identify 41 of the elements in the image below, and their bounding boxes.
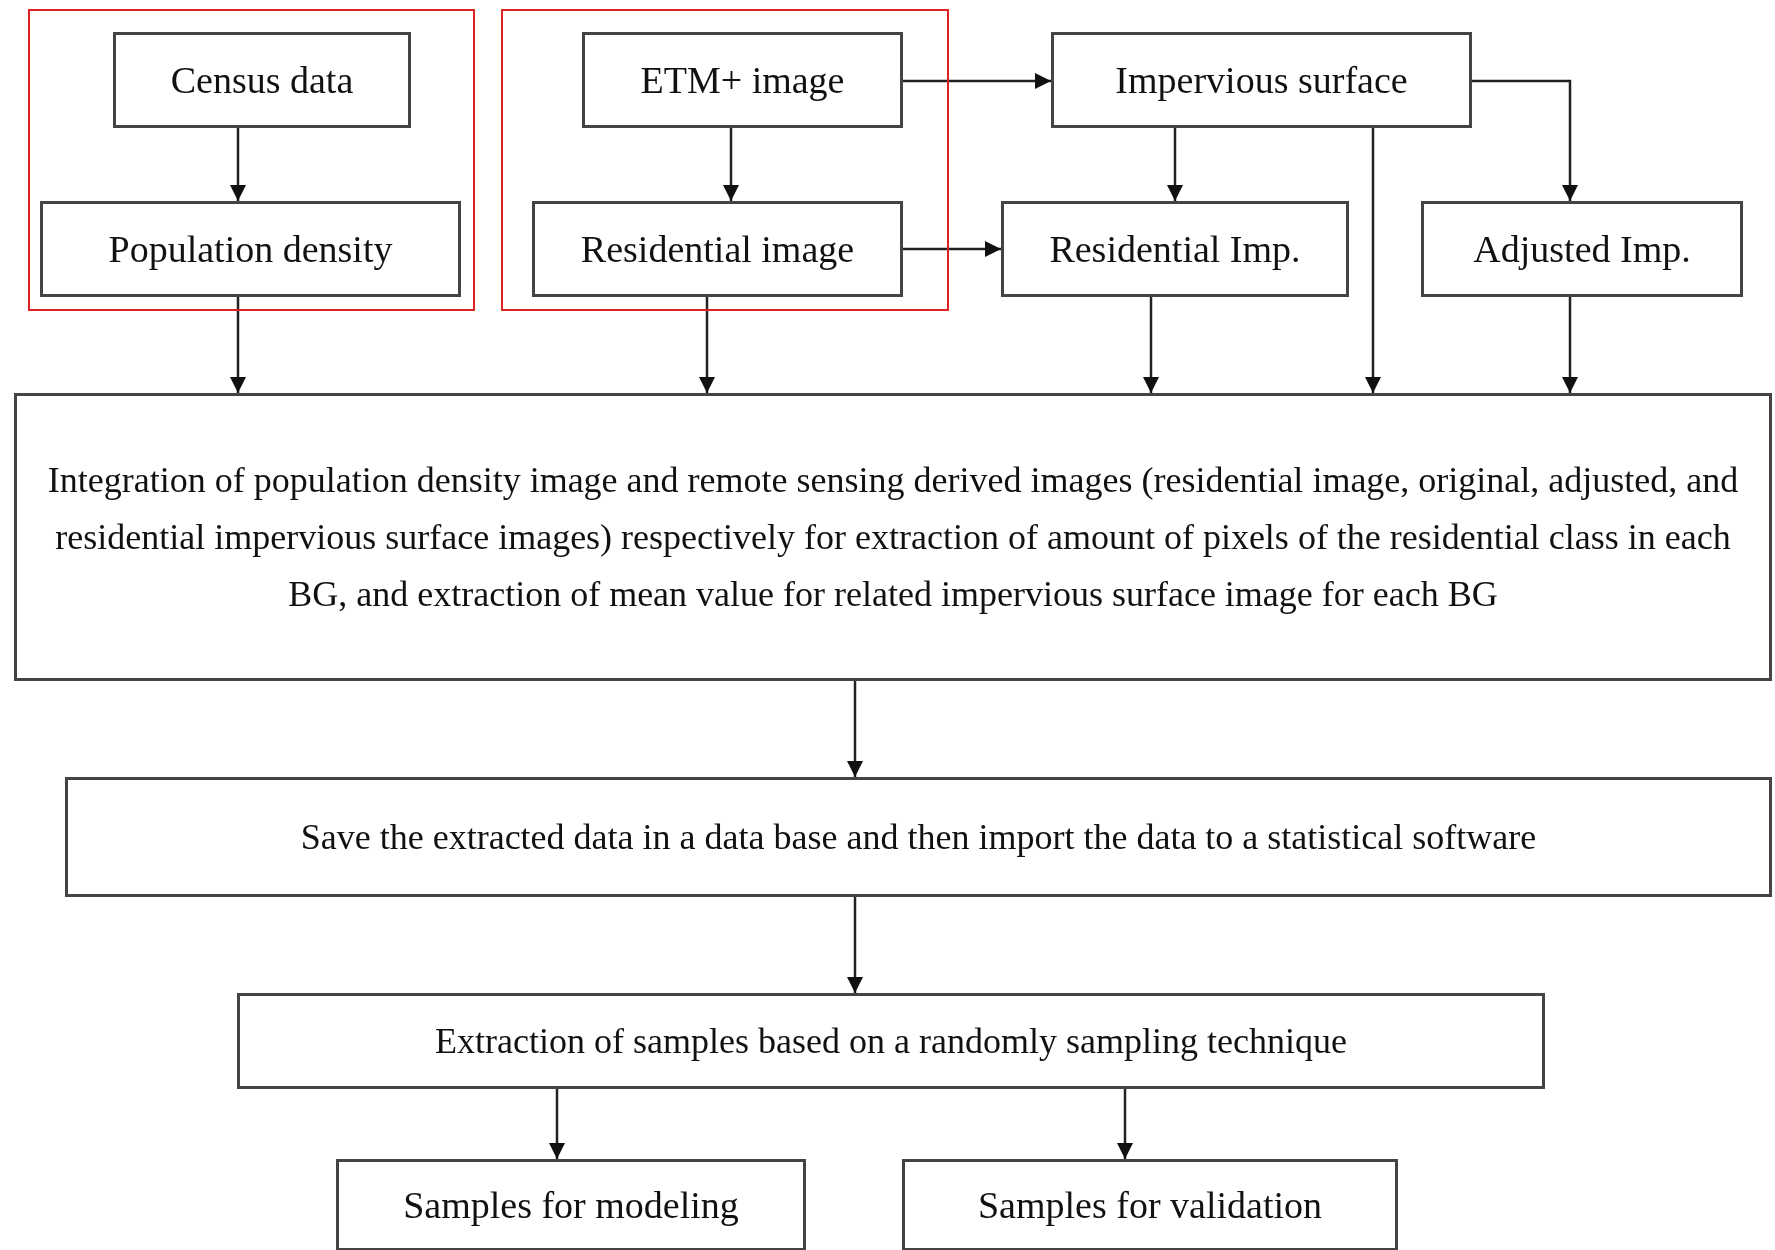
arrow (847, 681, 863, 777)
group-frame (28, 9, 475, 311)
process-box (532, 201, 903, 297)
arrow (549, 1089, 565, 1159)
process-box (1421, 201, 1743, 297)
arrow (903, 241, 1001, 257)
box-label: Extraction of samples based on a randomly sampling technique (435, 1020, 1347, 1062)
box-label: Adjusted Imp. (1473, 227, 1691, 271)
arrow (1143, 297, 1159, 393)
arrow (1562, 297, 1578, 393)
group-frame (501, 9, 949, 311)
box-label: Residential Imp. (1049, 227, 1301, 271)
arrow (1167, 128, 1183, 201)
arrow (723, 128, 739, 201)
box-label: ETM+ image (640, 58, 845, 102)
arrow (847, 897, 863, 993)
arrow (230, 128, 246, 201)
arrow (903, 73, 1051, 89)
arrow (699, 297, 715, 393)
arrow (230, 297, 246, 393)
box-label: Impervious surface (1115, 58, 1408, 102)
process-box (1001, 201, 1349, 297)
box-label: Samples for validation (977, 1183, 1322, 1227)
process-box (65, 777, 1772, 897)
box-label: Census data (170, 58, 354, 102)
process-box (40, 201, 461, 297)
box-label: Residential image (580, 227, 855, 271)
box-label: Samples for modeling (403, 1183, 739, 1227)
arrow (1365, 128, 1381, 393)
process-box (582, 32, 903, 128)
process-box (902, 1159, 1398, 1250)
process-box (113, 32, 411, 128)
box-label: Integration of population density image and remote sensing derived images (residential image, original, adjusted, and residential impervious surface images) respectively for extraction of amount of pixels of the residential class in each BG, and extraction of mean value for related impervious surface image for each BG (46, 458, 1740, 616)
process-box (14, 393, 1772, 681)
arrow (1472, 79, 1578, 201)
arrow (1117, 1089, 1133, 1159)
process-box (336, 1159, 806, 1250)
box-label: Population density (108, 227, 393, 271)
process-box (237, 993, 1545, 1089)
process-box (1051, 32, 1472, 128)
box-label: Save the extracted data in a data base and then import the data to a statistical software (300, 816, 1537, 858)
